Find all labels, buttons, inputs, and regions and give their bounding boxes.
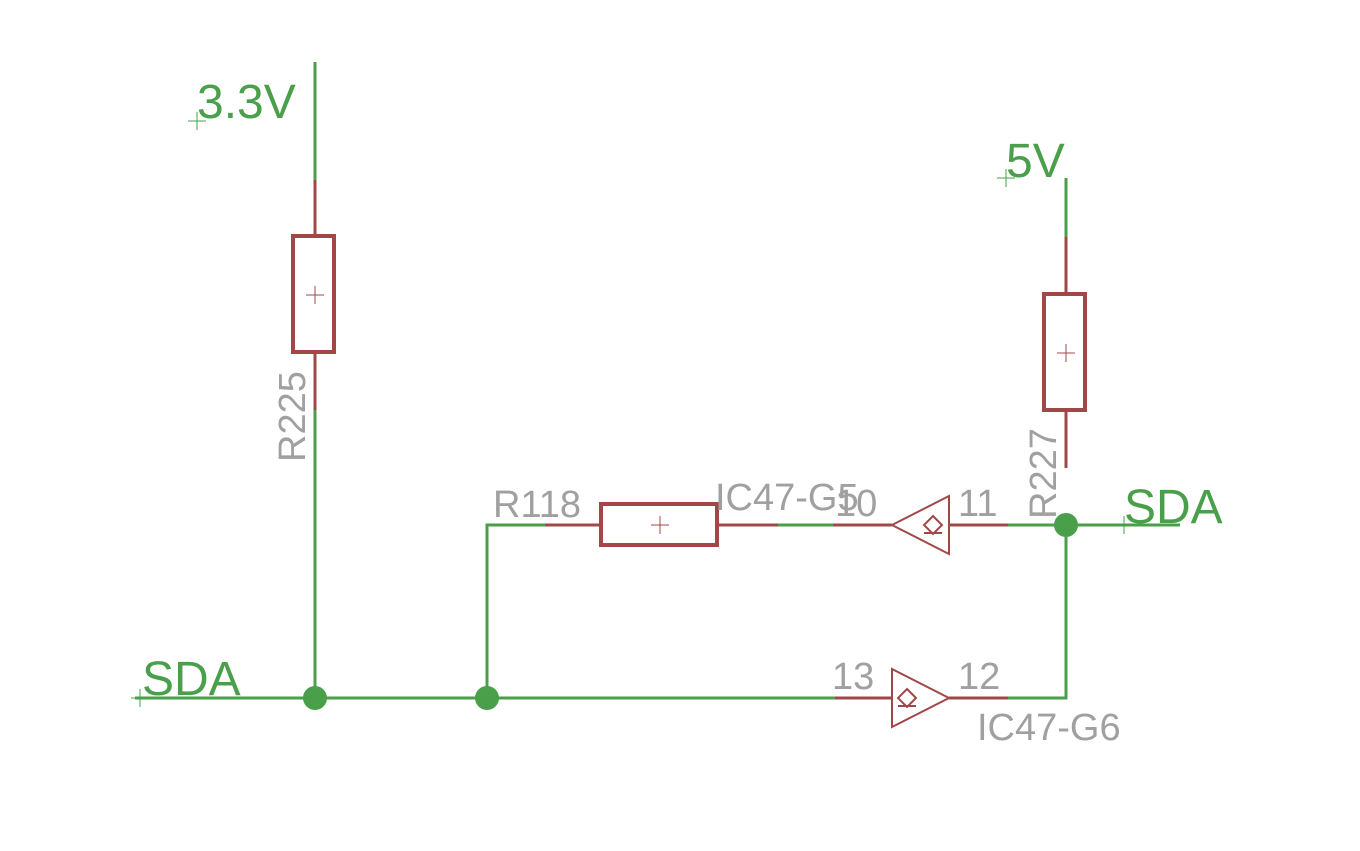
junction-dot — [1054, 513, 1078, 537]
resistor-r225[interactable]: R225 — [272, 180, 336, 462]
junction-dot — [475, 686, 499, 710]
r225-body — [291, 234, 336, 354]
resistor-r227[interactable]: R227 — [1023, 237, 1087, 519]
gate-ic47-g6[interactable]: 13 12 IC47-G6 — [832, 656, 1121, 749]
wire-g6-out-to-node — [1008, 525, 1068, 700]
r227-label: R227 — [1023, 428, 1065, 519]
net-labels: 3.3V 5V SDA SDA — [131, 76, 1223, 707]
g6-name-label: IC47-G6 — [977, 707, 1121, 749]
supply-3v3-label: 3.3V — [197, 76, 296, 129]
junction-dot — [303, 686, 327, 710]
resistor-r118[interactable]: R118 — [493, 484, 778, 547]
g5-buffer-symbol — [889, 494, 950, 556]
net-sda-left-label: SDA — [142, 653, 241, 706]
r118-label: R118 — [493, 484, 581, 526]
g5-name-label: IC47-G5 — [715, 477, 859, 519]
g6-output-pin-number: 12 — [958, 656, 1000, 698]
supply-5v-label: 5V — [1006, 135, 1065, 188]
r225-label: R225 — [272, 371, 314, 462]
gate-ic47-g5[interactable]: IC47-G5 10 11 — [715, 477, 1008, 556]
g5-output-pin-number: 10 — [835, 483, 877, 525]
r227-body — [1042, 292, 1087, 412]
junctions — [303, 513, 1078, 710]
g6-input-pin-number: 13 — [832, 656, 874, 698]
g5-input-pin-number: 11 — [958, 483, 997, 525]
wire-branch-r118 — [485, 523, 545, 698]
net-sda-right-label: SDA — [1124, 481, 1223, 534]
g6-buffer-symbol — [891, 667, 952, 729]
